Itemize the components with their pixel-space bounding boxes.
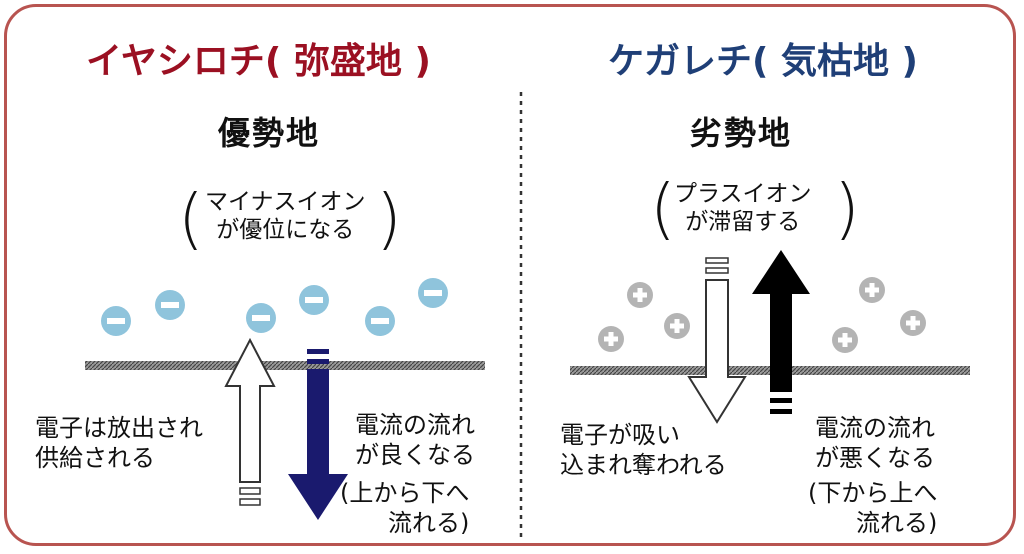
plus-ion-icon: [832, 327, 858, 353]
right-up-arrow-icon: [752, 250, 810, 414]
right-paren-open: (: [650, 170, 676, 247]
right-note: プラスイオン が滞留する: [674, 181, 812, 235]
left-title: イヤシロチ( 弥盛地 ): [86, 41, 431, 82]
diagram-frame: [4, 4, 1016, 546]
minus-ion-icon: [101, 306, 131, 336]
plus-ion-icon: [627, 282, 653, 308]
right-subtitle: 劣勢地: [690, 114, 793, 152]
minus-ion-icon: [299, 285, 329, 315]
left-down-arrow-icon: [288, 349, 348, 520]
right-paren-close: ): [834, 170, 860, 247]
plus-ion-icon: [598, 326, 624, 352]
minus-ion-icon: [246, 303, 276, 333]
left-paren-open: (: [178, 180, 204, 257]
right-label-direction: (下から上へ 流れる): [808, 479, 938, 537]
left-subtitle: 優勢地: [218, 114, 321, 152]
plus-ion-icon: [859, 277, 885, 303]
left-paren-close: ): [376, 180, 402, 257]
left-label-current: 電流の流れ が良くなる: [355, 411, 475, 469]
left-note: マイナスイオン が優位になる: [205, 189, 366, 243]
left-up-arrow-icon: [224, 337, 276, 506]
plus-ion-icon: [900, 310, 926, 336]
minus-ion-icon: [365, 306, 395, 336]
right-label-electron: 電子が吸い 込まれ奪われる: [560, 421, 727, 479]
left-ground-line: [85, 361, 485, 370]
left-label-direction: (上から下へ 流れる): [340, 479, 470, 537]
minus-ion-icon: [418, 278, 448, 308]
right-title: ケガレチ( 気枯地 ): [608, 41, 918, 82]
right-label-current: 電流の流れ が悪くなる: [815, 414, 935, 472]
left-label-electron: 電子は放出され 供給される: [35, 414, 203, 472]
plus-ion-icon: [664, 313, 690, 339]
minus-ion-icon: [155, 290, 185, 320]
right-down-arrow-icon: [687, 257, 747, 424]
